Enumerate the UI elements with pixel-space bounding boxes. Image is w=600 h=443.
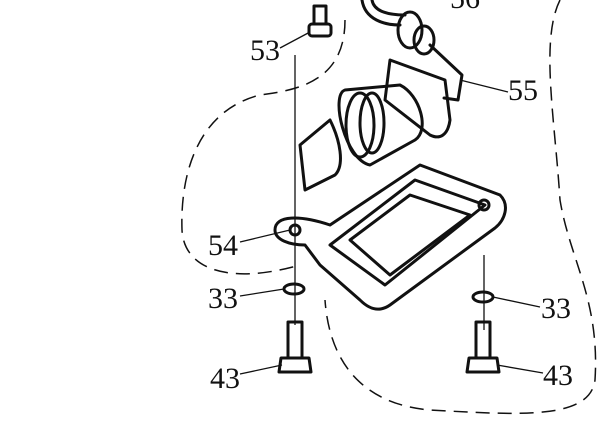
cable	[360, 0, 402, 27]
connector-55	[383, 10, 464, 139]
label-54: 54	[208, 229, 238, 262]
label-56: 56	[450, 0, 480, 15]
washer-33-right	[471, 290, 495, 304]
label-33-right: 33	[541, 292, 571, 325]
label-43-left: 43	[210, 362, 240, 395]
label-53: 53	[250, 34, 280, 67]
bolt-43-right	[465, 320, 501, 374]
screw-53	[307, 4, 333, 38]
label-33-left: 33	[208, 282, 238, 315]
label-55: 55	[508, 74, 538, 107]
washer-33-left	[282, 282, 306, 296]
dashed-boundary-left	[181, 19, 346, 275]
label-43-right: 43	[543, 359, 573, 392]
plug	[298, 83, 424, 192]
bolt-43-left	[277, 320, 313, 374]
dashed-boundary-right	[324, 0, 597, 415]
housing-54	[273, 163, 507, 311]
